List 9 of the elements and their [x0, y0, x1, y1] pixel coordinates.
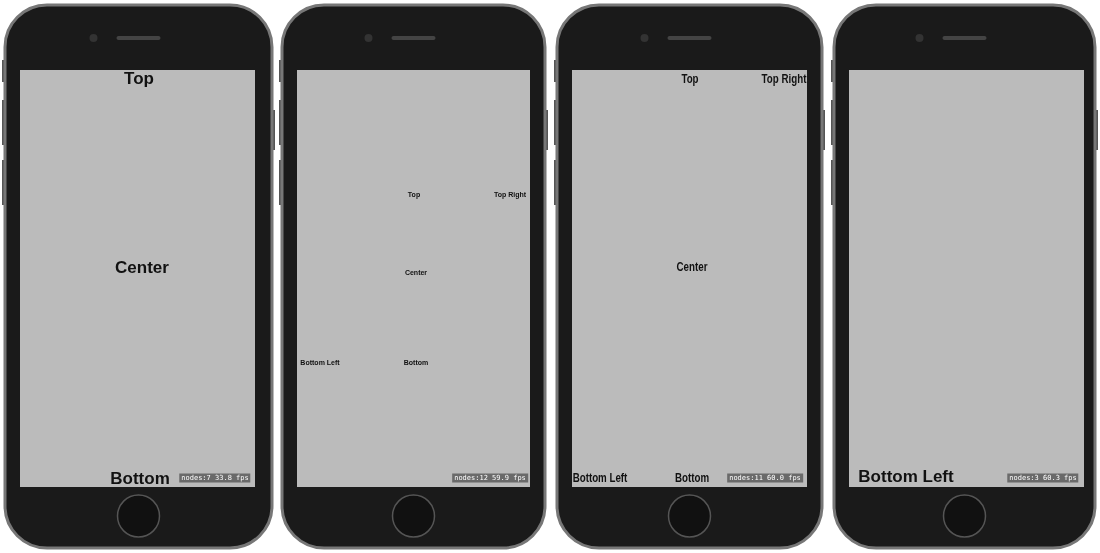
- screen-label: Top Right: [761, 71, 807, 85]
- screen-label: Bottom Left: [858, 467, 954, 485]
- screen-label: Bottom: [674, 470, 710, 484]
- screen-label: Top: [681, 71, 699, 85]
- screen-label: Top: [124, 69, 154, 87]
- screen-label: Center: [676, 259, 708, 273]
- screen-label: Center: [115, 258, 169, 276]
- screen-label: Bottom: [110, 469, 170, 487]
- screen-label: Bottom Left: [572, 470, 628, 484]
